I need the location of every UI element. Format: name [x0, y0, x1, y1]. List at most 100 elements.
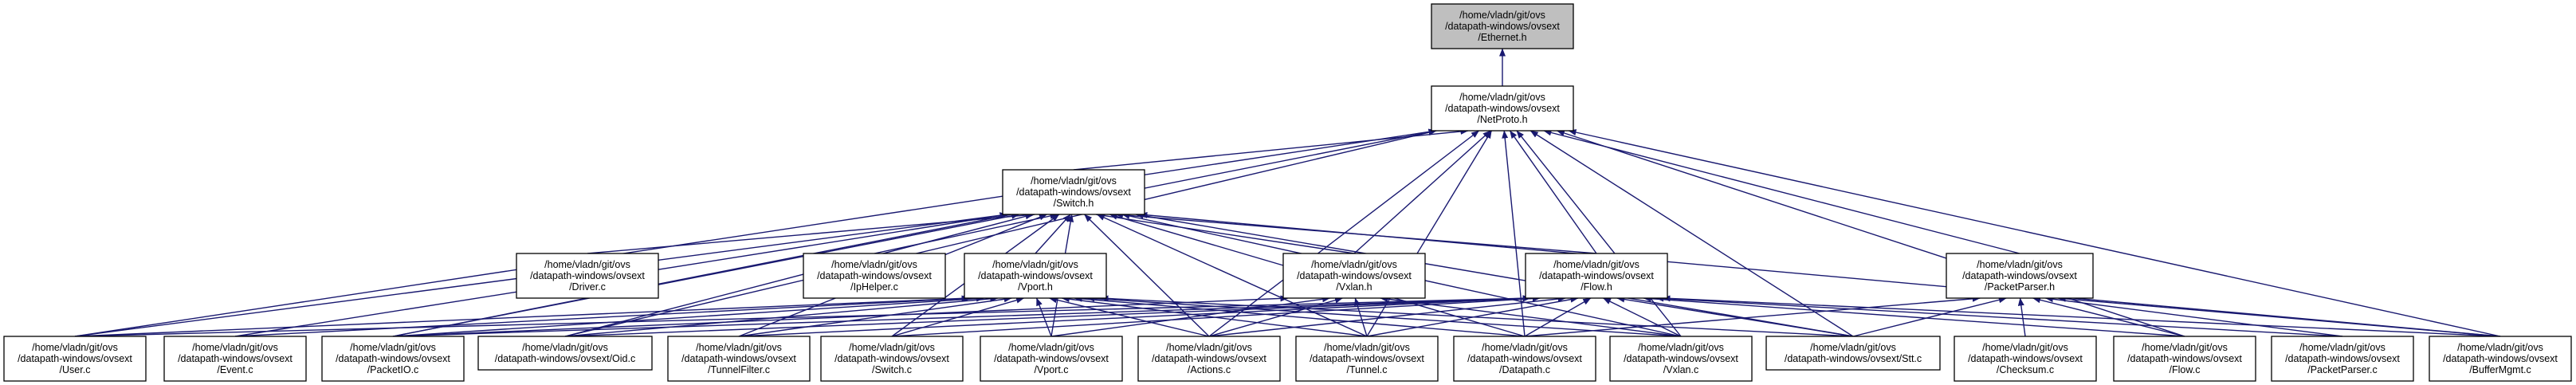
- edge-stt_c-to-switch_h: [1135, 212, 1854, 337]
- node-packetparser-c[interactable]: /home/vladn/git/ovs/datapath-windows/ovs…: [2271, 336, 2414, 382]
- node-label-line: /home/vladn/git/ovs: [2299, 342, 2386, 353]
- edge-tunnelfilter_c-to-vport_h: [738, 296, 1012, 337]
- edge-packetio_c-to-vxlan_h: [392, 295, 1289, 337]
- node-label-line: /Flow.h: [1581, 281, 1612, 293]
- node-label-line: /PacketParser.c: [2307, 364, 2378, 375]
- node-label-line: /User.c: [60, 364, 91, 375]
- node-label-line: /datapath-windows/ovsext: [1962, 270, 2077, 281]
- edge-arrow: [392, 295, 985, 337]
- node-label-line: /datapath-windows/ovsext: [1539, 270, 1654, 281]
- node-vport-c[interactable]: /home/vladn/git/ovs/datapath-windows/ovs…: [980, 336, 1123, 382]
- node-flow-c[interactable]: /home/vladn/git/ovs/datapath-windows/ovs…: [2113, 336, 2256, 382]
- edge-arrow: [738, 296, 1012, 337]
- node-label-line: /Flow.c: [2170, 364, 2201, 375]
- edge-arrow: [564, 295, 1531, 337]
- node-box: [321, 336, 465, 382]
- edge-stt_c-to-netproto_h: [1530, 130, 1854, 337]
- node-label-line: /home/vladn/git/ovs: [849, 342, 935, 353]
- edge-event_c-to-vport_h: [234, 295, 972, 337]
- node-switch-c[interactable]: /home/vladn/git/ovs/datapath-windows/ovs…: [820, 336, 964, 382]
- node-tunnelfilter-c[interactable]: /home/vladn/git/ovs/datapath-windows/ovs…: [667, 336, 811, 382]
- edge-arrow: [1208, 297, 1343, 337]
- node-label-line: /home/vladn/git/ovs: [1459, 92, 1545, 103]
- node-box: [1765, 336, 1941, 371]
- node-label-line: /home/vladn/git/ovs: [1166, 342, 1252, 353]
- node-tunnel-c[interactable]: /home/vladn/git/ovs/datapath-windows/ovs…: [1295, 336, 1439, 382]
- node-box: [820, 336, 964, 382]
- node-packetio-c[interactable]: /home/vladn/git/ovs/datapath-windows/ovs…: [321, 336, 465, 382]
- node-box: [163, 336, 307, 382]
- node-box: [1282, 253, 1426, 299]
- edge-arrow: [2057, 295, 2501, 337]
- edge-arrow: [1524, 297, 1592, 337]
- node-label-line: /Vxlan.c: [1663, 364, 1698, 375]
- node-label-line: /datapath-windows/ovsext: [1445, 103, 1560, 114]
- node-checksum-c[interactable]: /home/vladn/git/ovs/datapath-windows/ovs…: [1954, 336, 2097, 382]
- node-driver-c[interactable]: /home/vladn/git/ovs/datapath-windows/ovs…: [516, 253, 659, 299]
- edge-actions_c-to-netproto_h: [1208, 130, 1479, 337]
- edge-flow_c-to-packetparser_h: [2032, 297, 2185, 337]
- edge-tunnel_c-to-switch_h: [1096, 214, 1368, 337]
- edge-packetparser_h-to-netproto_h: [1543, 129, 2020, 254]
- node-label-line: /home/vladn/git/ovs: [831, 259, 917, 270]
- node-user-c[interactable]: /home/vladn/git/ovs/datapath-windows/ovs…: [3, 336, 147, 382]
- node-label-line: /home/vladn/git/ovs: [1810, 342, 1896, 353]
- edge-arrow: [392, 295, 1289, 337]
- node-packetparser-h[interactable]: /home/vladn/git/ovs/datapath-windows/ovs…: [1946, 253, 2094, 299]
- node-box: [2113, 336, 2256, 382]
- edge-packetio_c-to-switch_h: [392, 212, 1020, 337]
- edge-arrow: [1643, 295, 2185, 337]
- node-vxlan-c[interactable]: /home/vladn/git/ovs/datapath-windows/ovs…: [1609, 336, 1753, 382]
- edge-vport_h-to-switch_h: [1035, 214, 1071, 254]
- node-box: [2429, 336, 2572, 382]
- edge-arrow: [74, 295, 1531, 337]
- node-label-line: /home/vladn/git/ovs: [1324, 342, 1410, 353]
- node-label-line: /datapath-windows/ovsext: [18, 353, 132, 364]
- node-label-line: /datapath-windows/ovsext: [1016, 187, 1131, 198]
- node-label-line: /Driver.c: [569, 281, 606, 293]
- node-netproto-h[interactable]: /home/vladn/git/ovs/datapath-windows/ovs…: [1431, 85, 1574, 132]
- node-label-line: /datapath-windows/ovsext: [530, 270, 645, 281]
- edge-arrow: [392, 212, 1020, 337]
- node-stt-c[interactable]: /home/vladn/git/ovs/datapath-windows/ovs…: [1765, 336, 1941, 371]
- node-box: [1954, 336, 2097, 382]
- node-box: [1453, 336, 1596, 382]
- node-label-line: /datapath-windows/ovsext: [1624, 353, 1738, 364]
- edge-arrow: [738, 295, 1531, 337]
- node-iphelper-c[interactable]: /home/vladn/git/ovs/datapath-windows/ovs…: [803, 253, 946, 299]
- edge-arrow: [1852, 297, 2007, 337]
- edge-stt_c-to-flow_h: [1616, 296, 1854, 337]
- node-oid-c[interactable]: /home/vladn/git/ovs/datapath-windows/ovs…: [477, 336, 653, 371]
- node-label-line: /datapath-windows/ovsext: [681, 353, 796, 364]
- node-label-line: /IpHelper.c: [850, 281, 898, 293]
- node-label-line: /Vxlan.h: [1336, 281, 1372, 293]
- node-label-line: /home/vladn/git/ovs: [1982, 342, 2068, 353]
- edge-flow_c-to-netproto_h: [1557, 130, 2185, 337]
- node-vport-h[interactable]: /home/vladn/git/ovs/datapath-windows/ovs…: [964, 253, 1107, 299]
- node-label-line: /home/vladn/git/ovs: [544, 259, 630, 270]
- node-label-line: /BufferMgmt.c: [2469, 364, 2531, 375]
- node-vxlan-h[interactable]: /home/vladn/git/ovs/datapath-windows/ovs…: [1282, 253, 1426, 299]
- edge-buffermgmt_c-to-switch_h: [1139, 211, 2501, 337]
- node-event-c[interactable]: /home/vladn/git/ovs/datapath-windows/ovs…: [163, 336, 307, 382]
- edge-tunnel_c-to-flow_h: [1366, 296, 1579, 337]
- edge-actions_c-to-flow_h: [1208, 296, 1566, 337]
- edge-buffermgmt_c-to-flow_h: [1662, 295, 2501, 337]
- node-label-line: /Checksum.c: [1997, 364, 2054, 375]
- node-datapath-c[interactable]: /home/vladn/git/ovs/datapath-windows/ovs…: [1453, 336, 1596, 382]
- node-box: [2271, 336, 2414, 382]
- node-box: [1295, 336, 1439, 382]
- edge-datapath_c-to-packetparser_h: [1524, 295, 1981, 337]
- node-actions-c[interactable]: /home/vladn/git/ovs/datapath-windows/ovs…: [1137, 336, 1281, 382]
- edge-vxlan_c-to-flow_h: [1603, 297, 1682, 337]
- node-label-line: /home/vladn/git/ovs: [1459, 10, 1545, 21]
- edge-vxlan_h-to-switch_h: [1095, 212, 1355, 254]
- node-label-line: /Vport.c: [1034, 364, 1068, 375]
- node-buffermgmt-c[interactable]: /home/vladn/git/ovs/datapath-windows/ovs…: [2429, 336, 2572, 382]
- node-label-line: /home/vladn/git/ovs: [1008, 342, 1094, 353]
- node-switch-h[interactable]: /home/vladn/git/ovs/datapath-windows/ovs…: [1002, 169, 1145, 215]
- node-box: [803, 253, 946, 299]
- node-flow-h[interactable]: /home/vladn/git/ovs/datapath-windows/ovs…: [1525, 253, 1668, 299]
- node-label-line: /Switch.h: [1054, 198, 1094, 209]
